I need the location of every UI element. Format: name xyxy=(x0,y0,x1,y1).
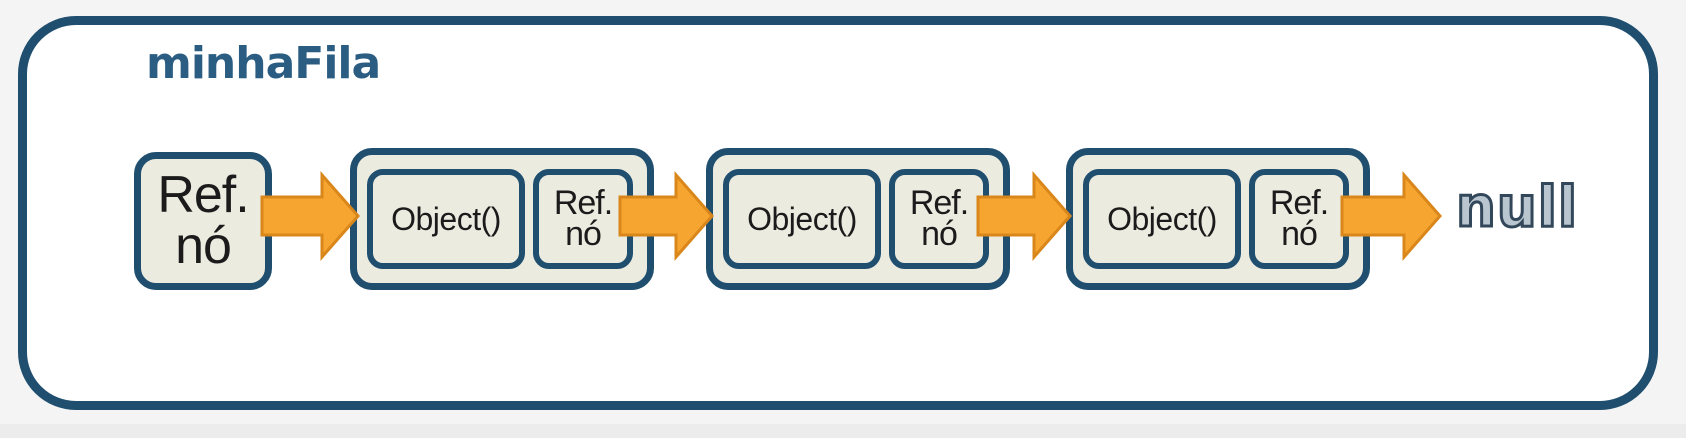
node-1-next-reference: Ref.nó xyxy=(533,169,633,269)
head-reference-label: Ref.nó xyxy=(157,166,249,275)
node-2-object: Object() xyxy=(723,169,881,269)
node-1-object: Object() xyxy=(367,169,525,269)
arrow-head-to-node-1 xyxy=(260,171,360,261)
node-3-object: Object() xyxy=(1083,169,1241,269)
queue-node-3: Object() Ref.nó xyxy=(1066,148,1370,290)
bottom-band xyxy=(0,424,1686,438)
null-terminal: null xyxy=(1454,175,1579,240)
arrow-node-1-to-node-2 xyxy=(618,171,714,261)
arrow-node-3-to-null xyxy=(1340,171,1442,261)
arrow-node-2-to-node-3 xyxy=(976,171,1072,261)
queue-title: minhaFila xyxy=(146,38,381,89)
